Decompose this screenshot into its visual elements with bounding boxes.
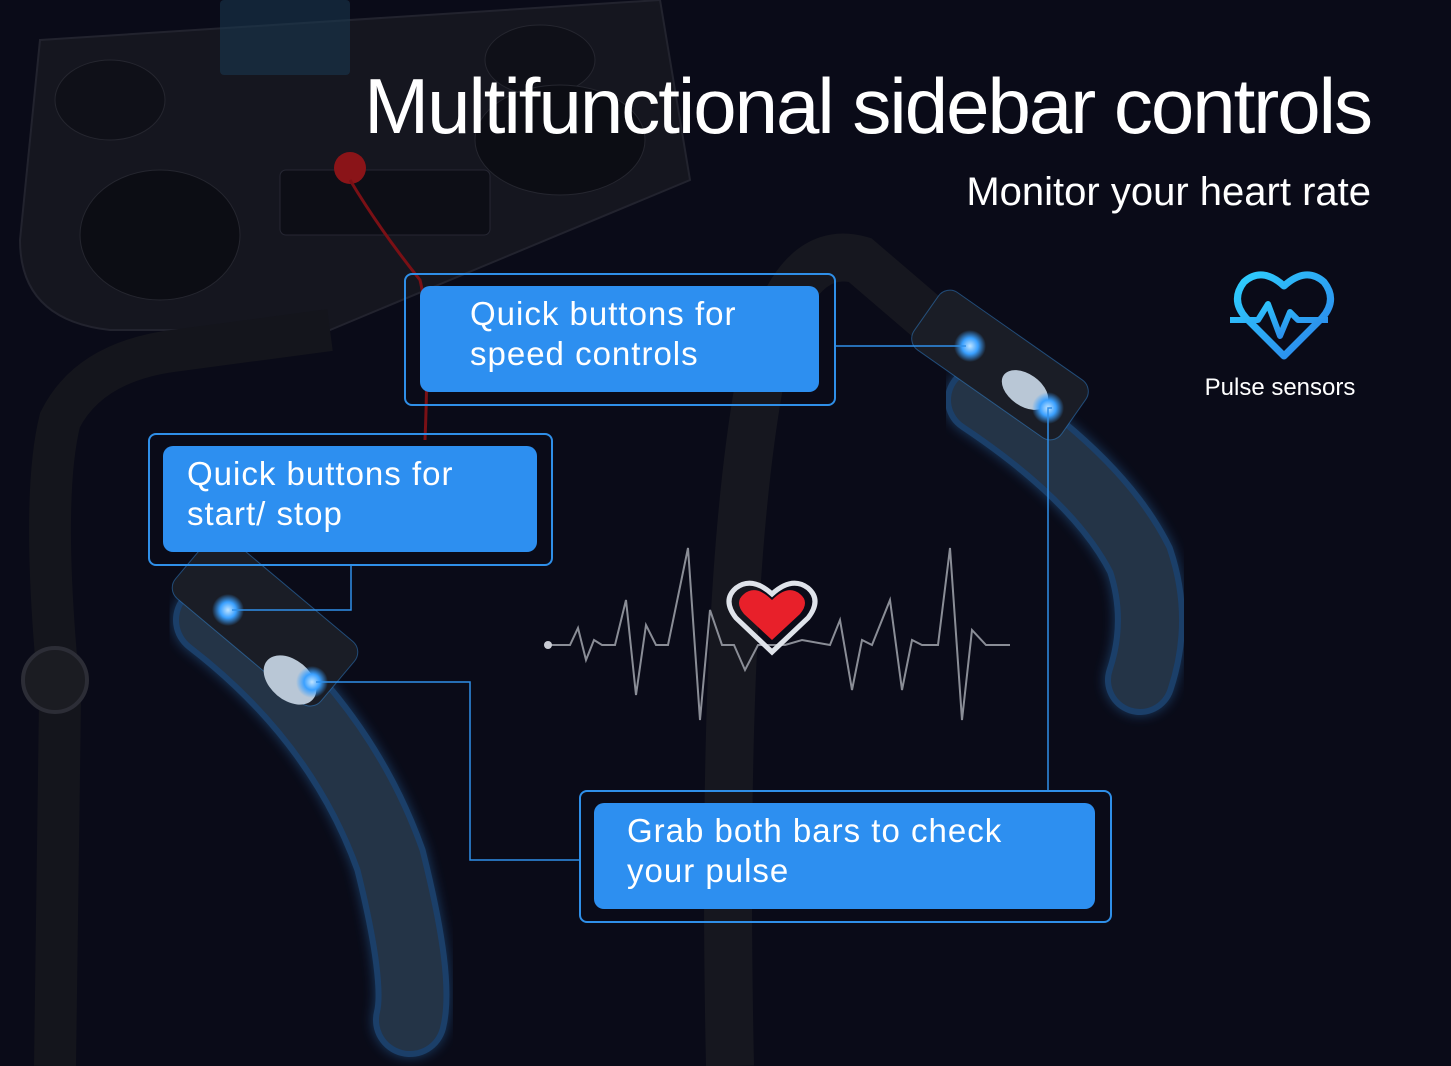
page-subtitle: Monitor your heart rate (966, 170, 1371, 214)
page-title: Multifunctional sidebar controls (364, 62, 1373, 150)
start-stop-callout: Quick buttons for start/ stop (163, 446, 537, 552)
callout-line: start/ stop (187, 495, 343, 532)
pulse-sensors-label: Pulse sensors (1204, 374, 1356, 401)
heart-pulse-icon (1230, 271, 1334, 360)
heart-icon (726, 580, 818, 656)
speed-callout-frame (404, 273, 836, 406)
callout-line: Grab both bars to check (627, 812, 1003, 849)
start-stop-callout-frame (148, 433, 553, 566)
callout-line: Quick buttons for (187, 455, 454, 492)
speed-controls-callout: Quick buttons for speed controls (420, 286, 819, 392)
pulse-callout-frame (579, 790, 1112, 923)
callout-line: speed controls (470, 335, 699, 372)
pulse-callout: Grab both bars to check your pulse (594, 803, 1095, 909)
callout-line: Quick buttons for (470, 295, 737, 332)
callout-line: your pulse (627, 852, 790, 889)
heartbeat-line-icon (544, 547, 1010, 721)
